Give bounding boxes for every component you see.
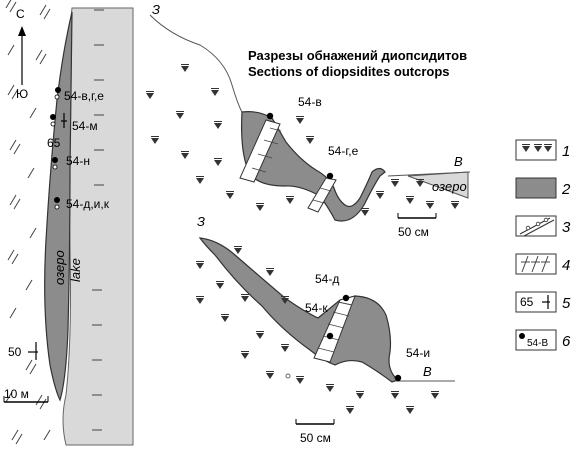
- lake-label-ru: озеро: [52, 250, 67, 285]
- title-ru: Разрезы обнажений диопсидитов: [248, 48, 467, 63]
- map-label-54m: 54-м: [72, 119, 98, 133]
- dip-label-65: 65: [47, 136, 61, 150]
- legend-5-text: 65: [520, 295, 534, 309]
- lower-label-54k: 54-к: [305, 301, 328, 315]
- legend-num-4: 4: [562, 257, 570, 274]
- legend-num-3: 3: [562, 219, 571, 236]
- lower-label-54i: 54-и: [406, 346, 430, 360]
- upper-lake-label: озеро: [432, 179, 467, 194]
- lower-label-54d: 54-д: [315, 272, 339, 286]
- north-label: С: [16, 7, 25, 21]
- lake-area: [62, 7, 134, 446]
- legend-num-6: 6: [562, 333, 571, 350]
- upper-diopsidite-body: [241, 111, 386, 222]
- map-label-54dik: 54-д,и,к: [66, 197, 110, 211]
- lower-scale-label: 50 см: [300, 431, 331, 445]
- lower-west-label: З: [197, 214, 205, 229]
- upper-host-rock: [145, 64, 460, 217]
- south-label: Ю: [16, 87, 28, 101]
- upper-scale-label: 50 см: [398, 225, 429, 239]
- dip-label-50: 50: [8, 345, 22, 359]
- legend-6-text: 54-В: [527, 338, 548, 349]
- map-panel: С Ю 54-в,г,е 54-м 65 54-н 54-д,и,к озеро…: [3, 0, 134, 446]
- host-rock-pattern: [5, 0, 51, 445]
- lower-east-label: В: [423, 364, 432, 379]
- upper-label-54v: 54-в: [298, 95, 322, 109]
- map-label-54n: 54-н: [66, 154, 90, 168]
- lake-label-en: lake: [68, 258, 83, 282]
- upper-section: 54-в 54-г,е З В озеро 50 см: [145, 2, 471, 239]
- legend-num-1: 1: [562, 143, 570, 160]
- legend-num-5: 5: [562, 295, 571, 312]
- lower-section: 54-д 54-к 54-и З В 50 см: [195, 214, 455, 445]
- map-scale-label: 10 м: [4, 387, 29, 401]
- title-en: Sections of diopsidites outcrops: [248, 64, 450, 79]
- lower-diopsidite-body: [198, 237, 400, 383]
- upper-east-label: В: [454, 154, 463, 169]
- legend: [515, 139, 557, 351]
- map-sample-points: [50, 87, 67, 210]
- map-label-54vge: 54-в,г,е: [64, 89, 104, 103]
- upper-label-54ge: 54-г,е: [328, 144, 359, 158]
- legend-num-2: 2: [561, 181, 571, 198]
- upper-west-label: З: [152, 2, 160, 17]
- north-arrow-icon: [18, 26, 26, 85]
